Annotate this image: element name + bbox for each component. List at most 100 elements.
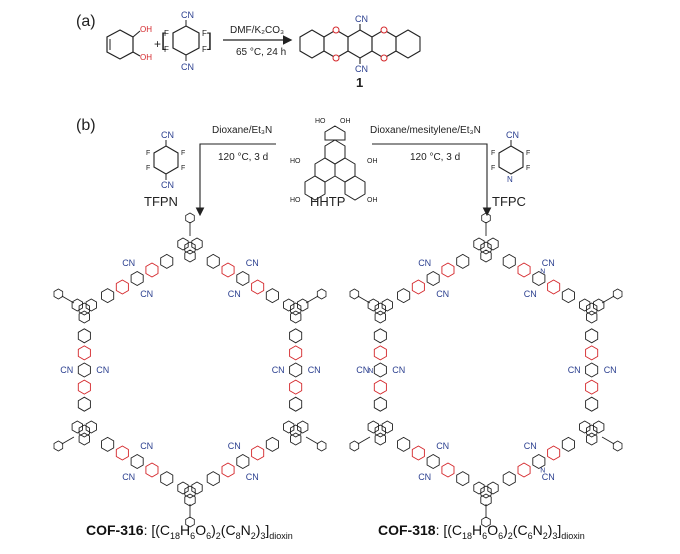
cn-label: CN [181,62,194,72]
f-label: F [164,45,169,54]
triphenylene-node [579,420,623,452]
hhtp-label: HHTP [310,194,345,209]
cn-label: CN [181,10,194,20]
triphenylene-node [53,288,97,324]
tfpn-label: TFPN [144,194,178,209]
f-label: F [526,150,530,157]
benzene-dioxin-linker: CN CN [60,328,109,412]
tfpn-structure: CN CN F F F F [146,130,185,190]
bracket-close: ] [207,30,212,50]
benzene-dioxin-linker: CN CN [101,253,174,304]
triphenylene-node [177,212,203,263]
plus-sign: + [154,37,161,51]
cn-label: CN [392,365,405,375]
cn-label: CN [161,130,174,140]
tfpc-structure: CN F F F F N [491,130,530,184]
right-condition-bottom: 120 °C, 3 d [410,152,460,163]
cn-label: CN [355,64,368,74]
cn-label: CN [308,365,321,375]
oh-label: OH [340,118,351,125]
cn-label: CN [140,289,153,299]
product-number: 1 [356,75,363,90]
panel-a-label: (a) [76,13,96,30]
cof-318-formula: [(C18H6O6)2(C6N2)3]dioxin [443,522,585,541]
cn-label: CN [506,130,519,140]
triphenylene-node [349,420,393,452]
f-label: F [181,165,185,172]
hhtp-structure [304,125,366,201]
cn-label: CN [542,258,555,268]
oh-label: OH [367,197,378,204]
cn-label: CN [228,289,241,299]
cn-label: CN [246,472,259,482]
f-label: F [146,165,150,172]
cn-label: CN [161,180,174,190]
benzene-dioxin-linker: CN CN [206,436,279,487]
benzene-dioxin-linker: CN CN [568,328,617,412]
cn-label: CN [418,258,431,268]
triphenylene-node [177,481,203,528]
triphenylene-node [349,288,393,324]
oh-label: OH [140,53,152,62]
ho-label: HO [290,197,301,204]
cn-label: CN [140,441,153,451]
ho-label: HO [315,118,326,125]
cn-label: CN [246,258,259,268]
reaction-arrow-right [372,143,492,217]
benzene-dioxin-linker: CN CN [206,253,279,304]
cn-label: CN [568,365,581,375]
n-label: N [507,175,513,184]
triphenylene-node [579,288,623,324]
f-label: F [491,165,495,172]
tfpc-label: TFPC [492,194,526,209]
cn-label: CN [542,472,555,482]
n-label: N [540,269,545,276]
oxygen-atom [332,54,340,62]
cn-label: CN [355,14,368,24]
oxygen-atom [380,26,388,34]
f-label: F [202,29,207,38]
cn-label: CN [60,365,73,375]
cn-label: CN [524,441,537,451]
ho-label: HO [290,158,301,165]
oxygen-atom [380,54,388,62]
cof-318-caption: COF-318: [(C18H6O6)2(C6N2)3]dioxin [378,522,585,541]
cn-label: CN [228,441,241,451]
oh-label: OH [367,158,378,165]
cn-label: CN [436,289,449,299]
cn-label: CN [356,365,369,375]
triphenylene-node [473,212,499,263]
f-label: F [146,150,150,157]
triphenylene-node [283,288,327,324]
panel-b-label: (b) [76,117,96,134]
cn-label: CN [524,289,537,299]
oh-label: OH [140,25,152,34]
cn-label: CN [96,365,109,375]
right-condition-top: Dioxane/mesitylene/Et₃N [370,125,481,136]
f-label: F [202,45,207,54]
benzene-dioxin-linker: CN CN [101,436,174,487]
oxygen-atom [332,26,340,34]
tetrafluoroterephthalonitrile-structure: CN CN F F F F [164,10,207,72]
n-label: N [540,467,545,474]
left-condition-top: Dioxane/Et₃N [212,125,272,136]
condition-bottom-a: 65 °C, 24 h [236,47,286,58]
triphenylene-node [473,481,499,528]
n-label: N [368,368,373,375]
catechol-structure: OH OH [106,25,152,62]
cn-label: CN [604,365,617,375]
cof-316-formula: [(C18H6O6)2(C8N2)3]dioxin [151,522,293,541]
f-label: F [164,29,169,38]
cn-label: CN [122,472,135,482]
cn-label: CN [122,258,135,268]
cof-316-name: COF-316 [86,522,144,538]
f-label: F [526,165,530,172]
